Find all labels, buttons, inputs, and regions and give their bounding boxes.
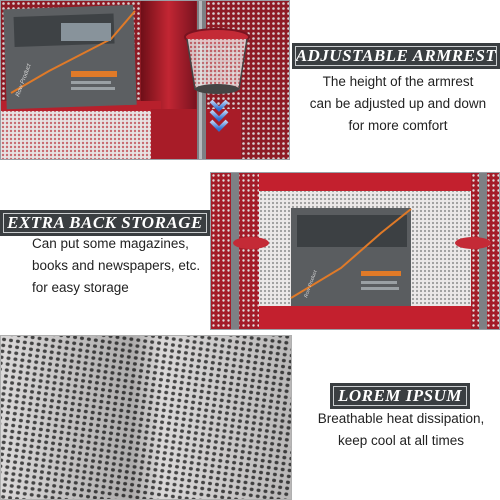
description-line: Can put some magazines, bbox=[32, 236, 189, 251]
extra-back-storage-description: Can put some magazines, books and newspa… bbox=[0, 233, 215, 299]
extra-back-storage-title: EXTRA BACK STORAGE bbox=[7, 213, 203, 232]
description-line: Breathable heat dissipation, bbox=[317, 411, 485, 426]
magazine-image: Row Product bbox=[3, 4, 137, 110]
description-line: can be adjusted up and down bbox=[309, 96, 487, 111]
description-line: books and newspapers, etc. bbox=[32, 258, 201, 273]
adjustable-armrest-title-bar: ADJUSTABLE ARMREST bbox=[292, 43, 500, 69]
back-storage-photo: Row Product bbox=[210, 172, 500, 330]
down-arrows-icon bbox=[209, 99, 229, 132]
armrest-photo: Row Product bbox=[0, 0, 290, 160]
magazine-image: Row Product bbox=[290, 208, 412, 306]
description-line: for easy storage bbox=[32, 280, 129, 295]
mesh-closeup-art bbox=[1, 336, 291, 499]
description-line: keep cool at all times bbox=[337, 433, 465, 448]
back-storage-photo-art: Row Product bbox=[211, 173, 499, 329]
armrest-photo-art: Row Product bbox=[1, 1, 289, 159]
description-line: for more comfort bbox=[348, 118, 448, 133]
mesh-feature-description: Breathable heat dissipation, keep cool a… bbox=[302, 408, 500, 452]
extra-back-storage-title-bar: EXTRA BACK STORAGE bbox=[0, 210, 210, 236]
adjustable-armrest-title: ADJUSTABLE ARMREST bbox=[295, 46, 497, 65]
mesh-closeup-photo bbox=[0, 335, 292, 500]
mesh-feature-title-bar: LOREM IPSUM bbox=[330, 383, 470, 409]
adjustable-armrest-description: The height of the armrest can be adjuste… bbox=[296, 71, 500, 137]
mesh-feature-title: LOREM IPSUM bbox=[337, 386, 463, 405]
description-line: The height of the armrest bbox=[322, 74, 474, 89]
